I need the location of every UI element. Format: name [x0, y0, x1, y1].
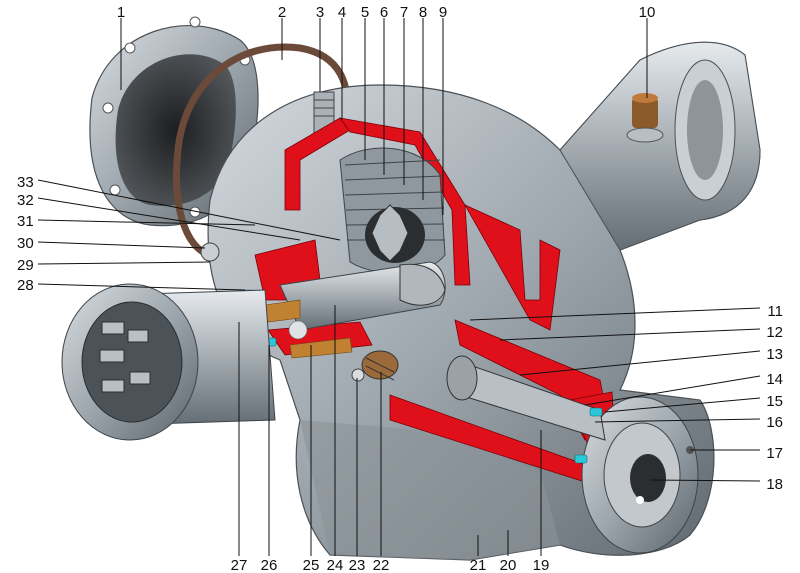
callout-number-20: 20: [500, 557, 517, 573]
callout-number-33: 33: [17, 174, 34, 191]
output-flange: [581, 396, 699, 554]
leader-line-30: [37, 241, 206, 249]
pinion-shaft: [446, 355, 606, 441]
leader-line-31: [37, 219, 256, 226]
bearing-races: [264, 299, 353, 359]
mounting-stud: [313, 91, 335, 135]
drive-pinion: [279, 261, 446, 331]
callout-number-28: 28: [17, 277, 34, 294]
callout-number-6: 6: [380, 4, 388, 21]
leader-line-29: [37, 261, 211, 265]
callout-number-19: 19: [533, 557, 550, 573]
callout-number-24: 24: [327, 557, 344, 573]
callout-number-1: 1: [117, 4, 125, 21]
leader-line-14: [584, 375, 761, 406]
callout-number-22: 22: [373, 557, 390, 573]
callout-number-18: 18: [766, 476, 783, 493]
leader-line-11: [469, 307, 761, 321]
callout-number-30: 30: [17, 235, 34, 252]
callout-number-10: 10: [639, 4, 656, 21]
callout-number-5: 5: [361, 4, 369, 21]
callout-number-26: 26: [261, 557, 278, 573]
callout-number-12: 12: [766, 324, 783, 341]
callout-number-27: 27: [231, 557, 248, 573]
axle-tube-end: [61, 283, 276, 441]
breather-plug: [626, 93, 664, 143]
preload-spring: [351, 350, 399, 382]
leader-line-28: [37, 283, 246, 291]
callout-number-31: 31: [17, 213, 34, 230]
callout-number-23: 23: [349, 557, 366, 573]
callout-number-11: 11: [767, 303, 783, 320]
leader-line-12: [499, 328, 761, 341]
callout-number-2: 2: [278, 4, 286, 21]
leader-line-32: [37, 197, 301, 241]
leader-lines: [37, 18, 761, 556]
callout-number-25: 25: [303, 557, 320, 573]
callout-number-14: 14: [766, 371, 783, 388]
callout-number-16: 16: [766, 414, 783, 431]
callout-number-13: 13: [766, 346, 783, 363]
leader-line-13: [519, 350, 761, 376]
callout-number-29: 29: [17, 257, 34, 274]
cover-bolt: [200, 242, 220, 262]
leader-line-18: [649, 479, 761, 482]
callout-number-9: 9: [439, 4, 447, 21]
callout-number-7: 7: [400, 4, 408, 21]
callout-number-32: 32: [17, 192, 34, 209]
callout-number-4: 4: [338, 4, 346, 21]
leader-line-16: [594, 418, 761, 423]
leader-line-33: [37, 179, 341, 241]
callout-number-3: 3: [316, 4, 324, 21]
callout-number-21: 21: [470, 557, 487, 573]
callout-number-8: 8: [419, 4, 427, 21]
callout-number-15: 15: [766, 393, 783, 410]
callout-number-17: 17: [766, 445, 783, 462]
ring-gear: [339, 147, 446, 274]
leader-line-15: [604, 397, 761, 413]
